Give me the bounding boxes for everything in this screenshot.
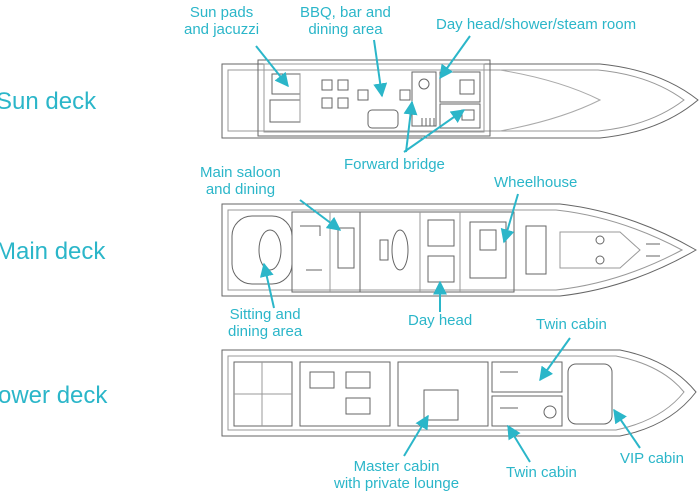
callout-sitting-dining-line1: Sitting and: [229, 306, 301, 323]
callout-vip-cabin: VIP cabin: [620, 450, 684, 467]
callout-sitting-dining: Sitting and dining area: [228, 306, 302, 340]
callout-wheelhouse: Wheelhouse: [494, 174, 578, 191]
callout-master-cabin-line2: with private lounge: [334, 475, 460, 492]
callout-master-cabin: Master cabin with private lounge: [334, 458, 459, 492]
lower-deck-plan: [221, 349, 697, 437]
main-deck-plan: [221, 203, 698, 297]
callout-sun-pads: Sun pads and jacuzzi: [184, 4, 259, 38]
deck-label-sun: Sun deck: [0, 88, 97, 115]
callout-sun-pads-line1: Sun pads: [189, 4, 254, 21]
callout-bbq: BBQ, bar and dining area: [300, 4, 391, 38]
callout-twin-cabin-bottom: Twin cabin: [506, 464, 577, 481]
callout-bbq-line1: BBQ, bar and: [300, 4, 391, 21]
callout-forward-bridge: Forward bridge: [344, 156, 445, 173]
callout-main-saloon-line1: Main saloon: [200, 164, 281, 181]
callout-main-saloon-line2: and dining: [205, 181, 276, 198]
sun-deck-plan: [221, 59, 699, 139]
callout-bbq-line2: dining area: [308, 21, 383, 38]
callout-sun-pads-line2: and jacuzzi: [184, 21, 260, 38]
callout-day-head: Day head: [408, 312, 473, 329]
callout-twin-cabin-top: Twin cabin: [536, 316, 607, 333]
deck-label-lower: ower deck: [0, 382, 108, 409]
callout-lines: [255, 35, 641, 463]
callout-master-cabin-line1: Master cabin: [353, 458, 440, 475]
callout-sitting-dining-line2: dining area: [228, 323, 303, 340]
callout-day-head-shower: Day head/shower/steam room: [436, 16, 637, 33]
deck-label-main: Main deck: [0, 238, 106, 265]
callout-main-saloon: Main saloon and dining: [200, 164, 281, 198]
